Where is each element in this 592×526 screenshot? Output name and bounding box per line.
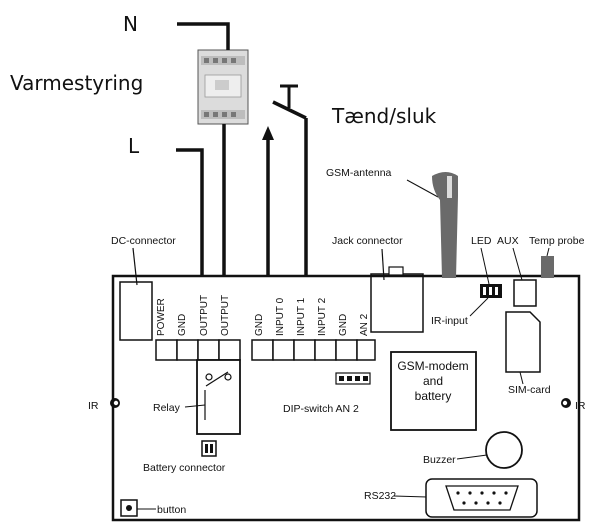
battery-connector-label: Battery connector bbox=[143, 462, 226, 474]
terminal-label: INPUT 2 bbox=[317, 297, 328, 336]
terminal-label: INPUT 0 bbox=[275, 297, 286, 336]
rs232-pins bbox=[456, 491, 508, 505]
buzzer-label: Buzzer bbox=[423, 454, 456, 466]
gsm-module-line2: and bbox=[423, 374, 443, 388]
temp-probe-icon bbox=[541, 256, 554, 278]
sim-card-icon bbox=[505, 311, 541, 373]
switch-blade bbox=[272, 100, 307, 120]
terminal-label: INPUT 1 bbox=[296, 297, 307, 336]
terminal-label: POWER bbox=[156, 298, 167, 336]
arrow-up-icon bbox=[262, 126, 274, 140]
sim-card-label: SIM-card bbox=[508, 384, 551, 396]
aux-connector bbox=[513, 279, 537, 307]
gsm-module bbox=[390, 351, 477, 431]
antenna-icon bbox=[432, 172, 458, 278]
right-terminal-block bbox=[251, 339, 376, 361]
terminal-label: AN 2 bbox=[359, 313, 370, 336]
button-label: button bbox=[157, 504, 186, 516]
line-label: L bbox=[128, 134, 140, 158]
contactor-icon bbox=[197, 49, 249, 125]
dip-switch-label: DIP-switch AN 2 bbox=[283, 403, 359, 415]
terminal-label: OUTPUT bbox=[220, 295, 231, 336]
switch-label: Tænd/sluk bbox=[331, 104, 437, 128]
led-label: LED bbox=[471, 235, 492, 247]
dip-switch bbox=[335, 372, 371, 385]
left-terminal-labels: POWER GND OUTPUT OUTPUT bbox=[156, 295, 231, 336]
temp-probe-label: Temp probe bbox=[529, 235, 585, 247]
left-terminal-block bbox=[155, 339, 241, 361]
ir-left-label: IR bbox=[88, 400, 99, 412]
battery-connector bbox=[201, 440, 217, 457]
ir-input-label: IR-input bbox=[431, 315, 468, 327]
aux-label: AUX bbox=[497, 235, 519, 247]
ir-right-label: IR bbox=[575, 400, 586, 412]
buzzer-icon bbox=[485, 431, 523, 469]
heating-control-title: Varmestyring bbox=[10, 71, 143, 95]
dc-connector bbox=[119, 281, 153, 341]
gsm-module-line3: battery bbox=[415, 389, 452, 403]
neutral-label: N bbox=[123, 12, 138, 36]
terminal-label: GND bbox=[254, 314, 265, 336]
right-terminal-labels: GND INPUT 0 INPUT 1 INPUT 2 GND AN 2 bbox=[254, 297, 370, 336]
relay-label: Relay bbox=[153, 402, 181, 414]
terminal-label: GND bbox=[338, 314, 349, 336]
neutral-wire bbox=[177, 22, 230, 50]
terminal-label: GND bbox=[177, 314, 188, 336]
gsm-antenna-label: GSM-antenna bbox=[326, 167, 392, 179]
terminal-label: OUTPUT bbox=[199, 295, 210, 336]
dc-connector-label: DC-connector bbox=[111, 235, 176, 247]
gsm-module-line1: GSM-modem bbox=[397, 359, 468, 373]
jack-connector-label: Jack connector bbox=[332, 235, 403, 247]
rs232-label: RS232 bbox=[364, 490, 396, 502]
relay bbox=[196, 359, 241, 435]
